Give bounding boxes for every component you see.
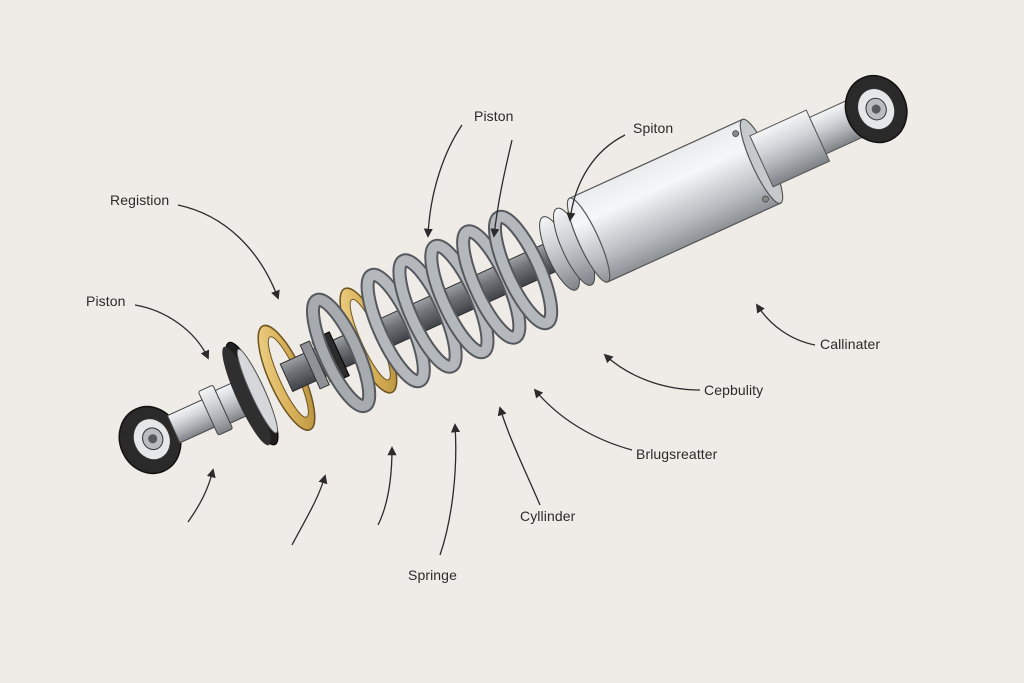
arrow-cepbulity — [603, 353, 701, 391]
label-spiton: Spiton — [633, 120, 674, 136]
arrow-springe-1 — [439, 423, 461, 556]
coil-spring — [305, 209, 559, 414]
label-cyllinder: Cyllinder — [520, 508, 576, 524]
arrow-callinater — [756, 303, 816, 346]
shock-absorber-assembly — [118, 74, 908, 475]
label-brlugsreatter: Brlugsreatter — [636, 446, 718, 462]
label-callinater: Callinater — [820, 336, 881, 352]
arrow-spiton — [566, 134, 626, 222]
arrow-springe-4 — [187, 468, 216, 523]
arrow-piston-left — [134, 304, 210, 360]
label-piston-left: Piston — [86, 293, 126, 309]
arrow-piston-top-2 — [490, 139, 513, 238]
label-registion: Registion — [110, 192, 170, 208]
leader-arrows — [134, 124, 816, 556]
lower-eye-mount — [118, 405, 182, 475]
arrow-registion — [177, 204, 280, 300]
bump-washer — [222, 341, 279, 446]
lower-stud — [166, 382, 248, 444]
label-piston-top: Piston — [474, 108, 514, 124]
arrow-springe-2 — [377, 446, 397, 526]
arrow-piston-top-1 — [423, 124, 463, 238]
arrow-brlugsreatter — [533, 388, 633, 451]
upper-eye-mount — [844, 74, 908, 144]
label-cepbulity: Cepbulity — [704, 382, 764, 398]
label-springe: Springe — [408, 567, 457, 583]
arrow-springe-3 — [291, 474, 328, 546]
arrow-cyllinder — [497, 406, 541, 506]
